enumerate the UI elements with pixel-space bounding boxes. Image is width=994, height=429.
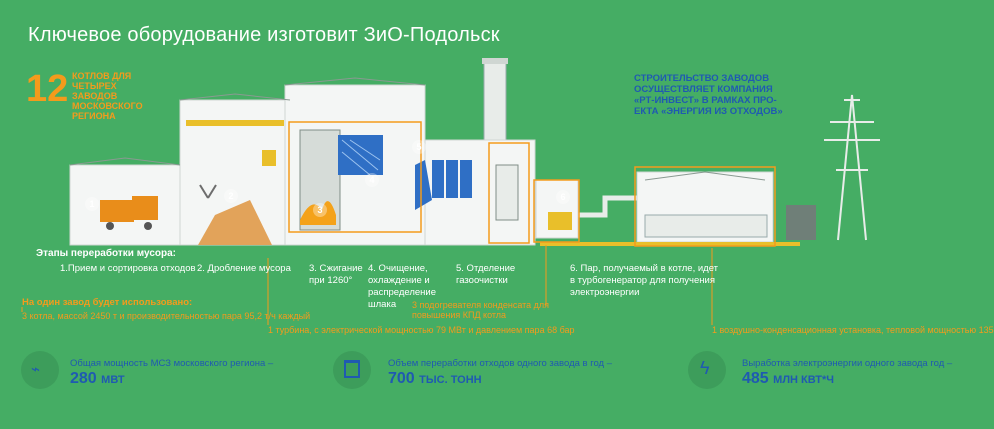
stage-marker-1: 1 xyxy=(89,199,94,209)
stage-marker-3: 3 xyxy=(317,205,322,215)
stat-label-energy: Выработка электроэнергии одного завода г… xyxy=(742,358,953,369)
stat-label-waste: Объем переработки отходов одного завода … xyxy=(388,358,613,369)
plant-turbine-line: 1 турбина, с электрической мощностью 79 … xyxy=(268,325,575,335)
plant-condenser-line: 1 воздушно-конденсационная установка, те… xyxy=(712,325,994,335)
stage-label-5: 5. Отделение газоочистки xyxy=(456,263,516,286)
stat-label-power: Общая мощность МСЗ московского региона – xyxy=(70,358,274,369)
stage-label-4: 4. Очищение, охлаждение и распределение … xyxy=(368,263,436,310)
stage-marker-6: 6 xyxy=(560,192,565,202)
stat-unit-energy: МЛН КВТ*Ч xyxy=(773,374,835,386)
builder-note: СТРОИТЕЛЬСТВО ЗАВОДОВ ОСУЩЕСТВЛЯЕТ КОМПА… xyxy=(634,73,783,117)
stat-value-energy: 485 МЛН КВТ*Ч xyxy=(742,370,834,388)
stat-value-power: 280 МВТ xyxy=(70,370,125,388)
stage-label-6: 6. Пар, получаемый в котле, идет в турбо… xyxy=(570,263,719,298)
stage-marker-4: 4 xyxy=(369,175,374,185)
stat-unit-power: МВТ xyxy=(101,374,125,386)
stage-label-3: 3. Сжигание при 1260° xyxy=(309,263,363,286)
stage-marker-5: 5 xyxy=(416,142,421,152)
stat-number-power: 280 xyxy=(70,370,97,387)
stat-value-waste: 700 ТЫС. ТОНН xyxy=(388,370,482,388)
stage-label-1: 1.Прием и сортировка отходов xyxy=(60,263,196,274)
plant-heaters-line: 3 подогревателя конденсата для повышения… xyxy=(412,300,550,320)
stage-marker-2: 2 xyxy=(228,191,233,201)
stage-label-2: 2. Дробление мусора xyxy=(197,263,291,274)
stat-unit-waste: ТЫС. ТОНН xyxy=(419,374,482,386)
plant-boilers-line: 3 котла, массой 2450 т и производительно… xyxy=(22,311,311,321)
stat-number-waste: 700 xyxy=(388,370,415,387)
lightning-icon: ϟ xyxy=(700,358,710,378)
trash-bin-icon xyxy=(344,360,360,378)
boilers-text: котлов для четырех заводов московского р… xyxy=(72,71,143,121)
boilers-count: 12 xyxy=(26,68,69,110)
stat-number-energy: 485 xyxy=(742,370,769,387)
power-plant-icon: ⌁ xyxy=(31,361,41,378)
page-title: Ключевое оборудование изготовит ЗиО-Подо… xyxy=(28,24,500,46)
plant-header: На один завод будет использовано: xyxy=(22,297,193,308)
stages-header: Этапы переработки мусора: xyxy=(36,248,176,259)
